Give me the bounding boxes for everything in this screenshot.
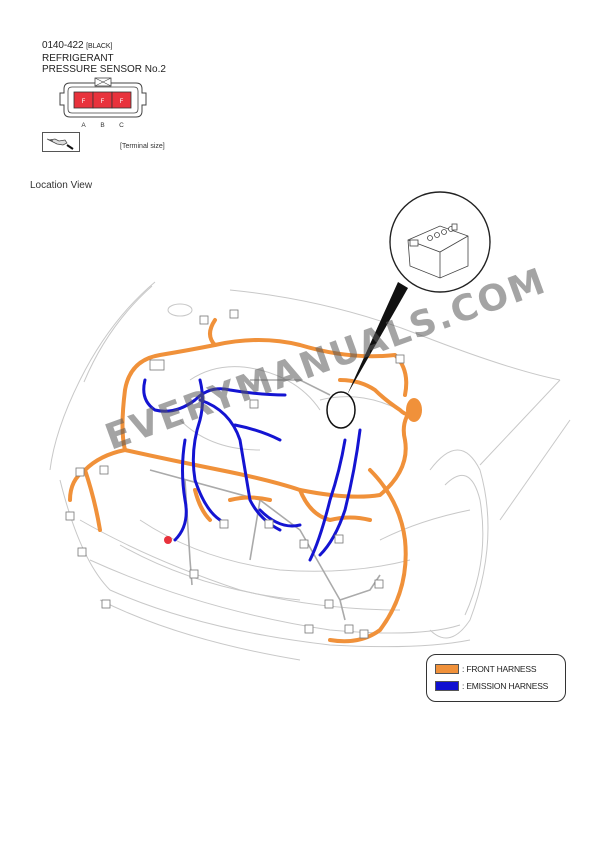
svg-text:C: C xyxy=(119,122,124,129)
svg-text:A: A xyxy=(81,122,86,129)
terminal-size-label: [Terminal size] xyxy=(120,143,165,150)
connector-color-tag: [BLACK] xyxy=(86,43,113,50)
svg-text:F: F xyxy=(120,99,124,105)
front-harness-swatch xyxy=(435,664,459,674)
connector-face-diagram: F F F A B C xyxy=(59,77,147,129)
svg-text:F: F xyxy=(101,99,105,105)
svg-text:B: B xyxy=(100,122,104,129)
legend: : FRONT HARNESS : EMISSION HARNESS xyxy=(426,654,566,702)
connector-code: 0140-422 xyxy=(42,40,84,51)
legend-item-front-harness: : FRONT HARNESS xyxy=(435,664,537,674)
engine-bay-harness-diagram xyxy=(49,191,571,661)
legend-label: : FRONT HARNESS xyxy=(462,664,537,674)
svg-text:F: F xyxy=(82,99,86,105)
terminal-c xyxy=(111,91,132,109)
connector-code-line: 0140-422 [BLACK] xyxy=(42,40,182,53)
location-view-title: Location View xyxy=(30,180,93,191)
connector-name-line1: REFRIGERANT xyxy=(42,53,114,64)
battery-icon xyxy=(407,223,469,279)
legend-label: : EMISSION HARNESS xyxy=(462,681,549,691)
terminal-size-icon xyxy=(42,132,80,152)
emission-harness-swatch xyxy=(435,681,459,691)
connector-info: 0140-422 [BLACK] REFRIGERANT PRESSURE SE… xyxy=(42,40,182,75)
connector-name-line2: PRESSURE SENSOR No.2 xyxy=(42,64,166,75)
legend-item-emission-harness: : EMISSION HARNESS xyxy=(435,681,548,691)
